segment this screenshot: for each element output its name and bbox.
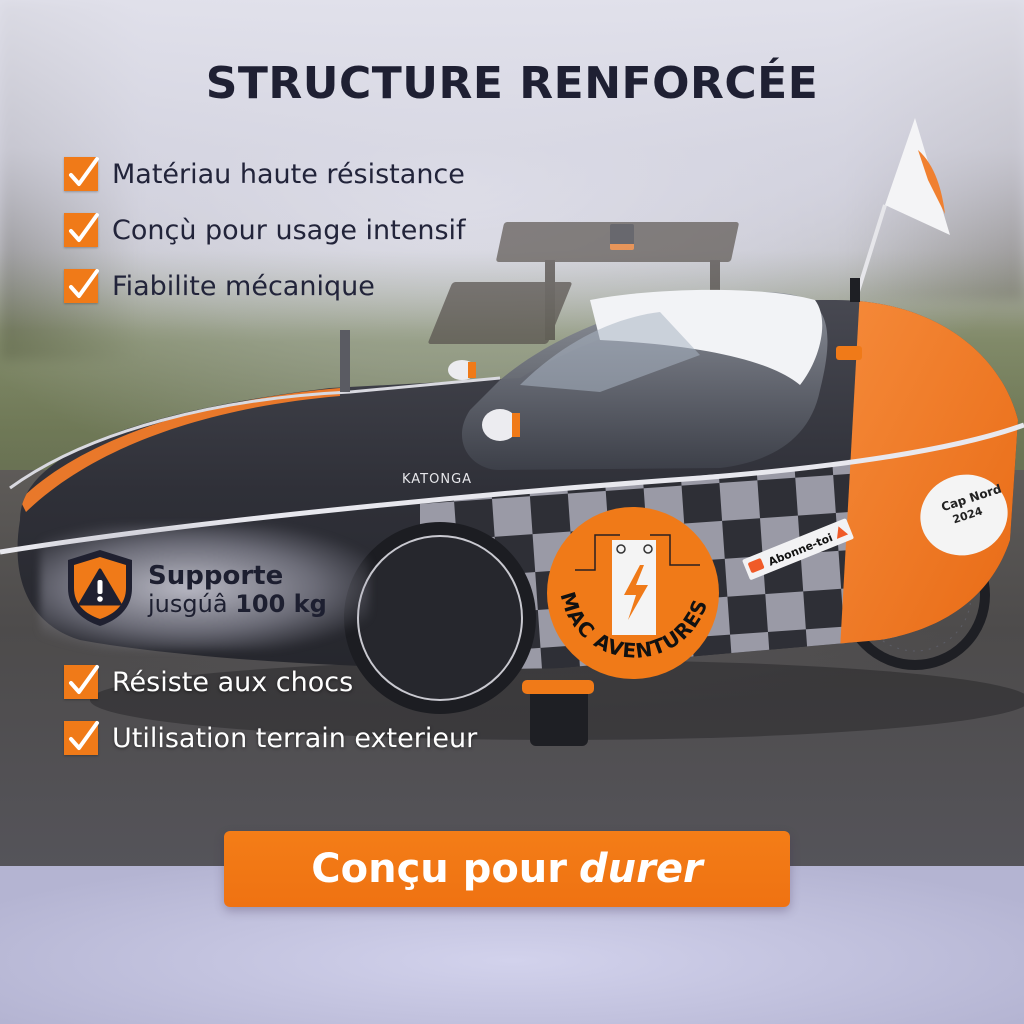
warning-shield-icon xyxy=(64,548,136,632)
support-subtitle: jusgúâ 100 kg xyxy=(148,591,327,618)
picnic-table xyxy=(427,222,740,352)
checkmark-icon xyxy=(64,721,99,755)
feature-label: Conçù pour usage intensif xyxy=(112,214,466,246)
page-title: STRUCTURE RENFORCÉE xyxy=(205,58,819,109)
feature-label: Fiabilite mécanique xyxy=(112,270,375,302)
cta-button[interactable]: Conçu pour durer xyxy=(224,831,790,907)
feature-item: Fiabilite mécanique xyxy=(64,258,466,314)
checkmark-icon xyxy=(64,665,99,699)
brand-text: KATONGA xyxy=(402,472,472,487)
features-bottom-list: Résiste aux chocs Utilisation terrain ex… xyxy=(64,654,477,766)
support-badge: Supporte jusgúâ 100 kg xyxy=(64,548,327,632)
support-weight-value: 100 kg xyxy=(235,590,327,619)
feature-item: Résiste aux chocs xyxy=(64,654,477,710)
feature-item: Utilisation terrain exterieur xyxy=(64,710,477,766)
feature-item: Conçù pour usage intensif xyxy=(64,202,466,258)
velomobile-image: KATONGA MAC AVENTURES Abonne-toi Cap Nor… xyxy=(0,118,1024,746)
feature-label: Résiste aux chocs xyxy=(112,666,354,698)
support-subtitle-prefix: jusgúâ xyxy=(148,590,228,619)
support-title: Supporte xyxy=(148,561,284,591)
cta-label-regular: Conçu pour xyxy=(311,846,568,892)
features-top-list: Matériau haute résistance Conçù pour usa… xyxy=(64,146,466,314)
checkmark-icon xyxy=(64,213,99,247)
cta-label-emphasis: durer xyxy=(579,846,703,892)
feature-item: Matériau haute résistance xyxy=(64,146,466,202)
cup xyxy=(610,224,634,250)
checkmark-icon xyxy=(64,157,99,191)
feature-label: Utilisation terrain exterieur xyxy=(112,722,478,754)
feature-label: Matériau haute résistance xyxy=(112,158,465,190)
checkmark-icon xyxy=(64,269,99,303)
fog-overlay xyxy=(0,0,1024,330)
